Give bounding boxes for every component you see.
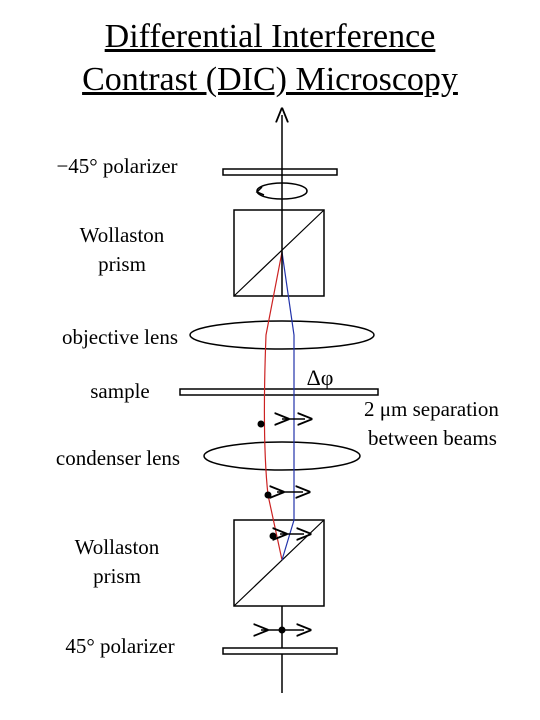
rotation-arrow-icon (255, 186, 265, 196)
top-wollaston-diagonal (233, 209, 325, 297)
label-top-wollaston-line-1: Wollaston (79, 223, 165, 247)
label-objective-lens: objective lens (61, 325, 179, 349)
label-bottom-polarizer: 45° polarizer (65, 634, 175, 658)
label-separation-line-2: between beams (368, 426, 497, 450)
objective-lens-shape (189, 320, 375, 350)
label-top-polarizer: −45° polarizer (56, 154, 178, 178)
label-top-wollaston-line-2: prism (98, 252, 146, 276)
label-phase-difference: Δφ (306, 365, 334, 390)
title-line-2: Contrast (DIC) Microscopy (82, 61, 458, 98)
sample-slide (179, 388, 379, 396)
label-condenser-lens: condenser lens (55, 446, 181, 470)
polarization-dot-1 (257, 420, 265, 428)
red-beam (263, 251, 283, 561)
polarization-dot-2 (264, 491, 272, 499)
polarization-dot-3 (269, 532, 277, 540)
label-bottom-wollaston-line-2: prism (93, 564, 141, 588)
blue-beam (281, 251, 295, 561)
bottom-polarizer-plate (222, 647, 338, 655)
title-line-1: Differential Interference (104, 18, 436, 55)
label-bottom-wollaston-line-1: Wollaston (74, 535, 160, 559)
label-separation-line-1: 2 μm separation (364, 397, 499, 421)
top-polarizer-plate (222, 168, 338, 176)
condenser-lens-shape (203, 441, 361, 471)
label-sample: sample (90, 379, 150, 403)
